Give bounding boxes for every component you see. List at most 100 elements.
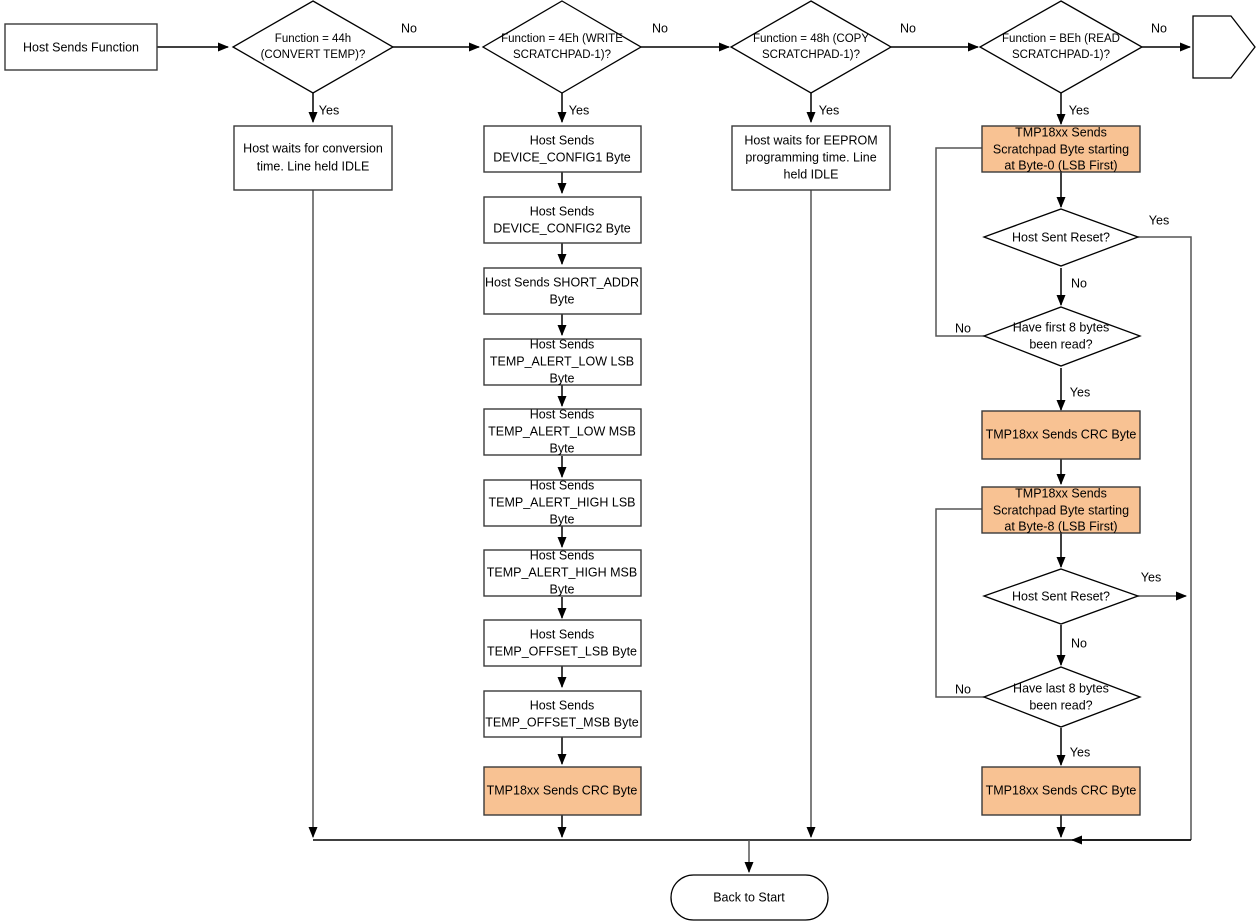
node-decision-function-48h[interactable]: Function = 48h (COPY SCRATCHPAD-1)? <box>729 0 893 94</box>
node-decision-host-sent-reset-1[interactable]: Host Sent Reset? <box>982 208 1140 267</box>
node-shape-diamond <box>729 0 893 94</box>
node-host-sends-function[interactable]: Host Sends Function <box>4 23 158 71</box>
edge-label-yes-last8: Yes <box>1070 745 1090 759</box>
node-text-line2: (CONVERT TEMP)? <box>261 49 366 61</box>
node-host-sends-temp-offset-msb[interactable]: Host Sends TEMP_OFFSET_MSB Byte <box>483 690 642 738</box>
edge-label-layer: No Yes No Yes No Yes No Yes Yes No No Ye… <box>319 21 1169 759</box>
node-shape-rect <box>483 619 642 667</box>
node-shape-rect <box>981 486 1141 534</box>
node-decision-function-44h[interactable]: Function = 44h (CONVERT TEMP)? <box>231 0 395 94</box>
node-host-sends-device-config2[interactable]: Host Sends DEVICE_CONFIG2 Byte <box>483 196 642 244</box>
node-text-line2: TEMP_ALERT_LOW MSB <box>488 424 636 438</box>
node-text-line2: been read? <box>1029 698 1092 712</box>
edge-label-yes-4eh: Yes <box>569 103 589 117</box>
node-text: TMP18xx Sends CRC Byte <box>986 427 1137 441</box>
node-host-sends-device-config1[interactable]: Host Sends DEVICE_CONFIG1 Byte <box>483 125 642 173</box>
node-shape-diamond <box>481 0 643 94</box>
node-text-line1: Have first 8 bytes <box>1013 320 1110 334</box>
node-text-line1: Host Sends <box>530 627 595 641</box>
node-shape-rect <box>483 125 642 173</box>
node-shape-diamond <box>982 208 1140 267</box>
node-host-sends-temp-alert-low-lsb[interactable]: Host Sends TEMP_ALERT_LOW LSB Byte <box>483 337 642 386</box>
node-text-line2: SCRATCHPAD-1)? <box>513 49 611 61</box>
node-host-waits-conversion[interactable]: Host waits for conversion time. Line hel… <box>233 125 393 191</box>
node-text: Host Sends Function <box>23 40 139 54</box>
node-tmp18xx-sends-crc-first[interactable]: TMP18xx Sends CRC Byte <box>981 410 1141 460</box>
node-host-sends-short-addr[interactable]: Host Sends SHORT_ADDR Byte <box>483 267 642 315</box>
edge-label-no-reset2: No <box>1071 636 1087 650</box>
node-text: Host Sent Reset? <box>1012 230 1110 244</box>
node-text-line1: Function = 44h <box>275 33 351 45</box>
node-text-line2: SCRATCHPAD-1)? <box>762 49 860 61</box>
node-decision-function-4eh[interactable]: Function = 4Eh (WRITE SCRATCHPAD-1)? <box>481 0 643 94</box>
node-text-line1: Host Sends <box>530 698 595 712</box>
node-shape-rounded <box>670 874 829 921</box>
node-shape-rect <box>483 479 642 527</box>
node-tmp18xx-sends-crc-last[interactable]: TMP18xx Sends CRC Byte <box>981 766 1141 816</box>
node-shape-diamond <box>982 306 1142 367</box>
node-shape-diamond <box>978 0 1144 94</box>
node-host-sends-temp-alert-low-msb[interactable]: Host Sends TEMP_ALERT_LOW MSB Byte <box>483 407 642 456</box>
edge-label-yes-44h: Yes <box>319 103 339 117</box>
edge-label-no-reset1: No <box>1071 276 1087 290</box>
node-text-line1: Host Sends <box>530 133 595 147</box>
node-text-line1: Host waits for EEPROM <box>744 133 877 147</box>
node-offpage-connector[interactable] <box>1192 15 1256 79</box>
node-shape-rect <box>483 766 642 816</box>
node-text: Host Sent Reset? <box>1012 589 1110 603</box>
edge-label-no-beh: No <box>1151 21 1167 35</box>
node-shape-diamond <box>982 568 1140 625</box>
node-shape-rect <box>981 125 1141 173</box>
node-text-line3: Byte <box>549 512 574 526</box>
edge-label-no-48h: No <box>900 21 916 35</box>
node-text-line3: Byte <box>549 371 574 385</box>
node-text-line3: Byte <box>549 441 574 455</box>
node-host-sends-temp-alert-high-lsb[interactable]: Host Sends TEMP_ALERT_HIGH LSB Byte <box>483 478 642 527</box>
node-decision-function-beh[interactable]: Function = BEh (READ SCRATCHPAD-1)? <box>978 0 1144 94</box>
edge-label-no-last8: No <box>955 682 971 696</box>
node-host-sends-temp-alert-high-msb[interactable]: Host Sends TEMP_ALERT_HIGH MSB Byte <box>483 548 642 597</box>
node-text-line1: Have last 8 bytes <box>1013 681 1109 695</box>
node-text-line1: Host Sends <box>530 478 595 492</box>
node-text-line1: Host Sends <box>530 204 595 218</box>
node-text-line3: at Byte-8 (LSB First) <box>1004 519 1117 533</box>
node-shape-rect <box>483 338 642 386</box>
node-text: TMP18xx Sends CRC Byte <box>487 783 638 797</box>
edge-label-no-first8: No <box>955 321 971 335</box>
node-text-line1: Function = 4Eh (WRITE <box>501 33 623 45</box>
node-text-line2: programming time. Line <box>745 150 876 164</box>
node-text-line1: Host Sends SHORT_ADDR <box>485 275 639 289</box>
node-shape-rect <box>4 23 158 71</box>
node-back-to-start[interactable]: Back to Start <box>670 874 829 921</box>
edge-label-no-4eh: No <box>652 21 668 35</box>
node-text-line2: TEMP_ALERT_LOW LSB <box>490 354 634 368</box>
node-text-line1: Host Sends <box>530 337 595 351</box>
node-text-line2: TEMP_ALERT_HIGH MSB <box>487 565 638 579</box>
node-decision-have-last-8-bytes[interactable]: Have last 8 bytes been read? <box>982 666 1142 728</box>
node-text-line2: DEVICE_CONFIG1 Byte <box>493 150 631 164</box>
node-shape-diamond <box>982 666 1142 728</box>
node-text-line1: Function = BEh (READ <box>1002 33 1120 45</box>
node-text: TMP18xx Sends CRC Byte <box>986 783 1137 797</box>
node-text-line2: been read? <box>1029 337 1092 351</box>
node-text-line1: Host waits for conversion <box>243 141 383 155</box>
node-decision-have-first-8-bytes[interactable]: Have first 8 bytes been read? <box>982 306 1142 367</box>
node-host-waits-eeprom[interactable]: Host waits for EEPROM programming time. … <box>731 125 891 191</box>
node-shape-rect <box>483 549 642 597</box>
edge-label-yes-first8: Yes <box>1070 385 1090 399</box>
node-tmp18xx-sends-scratchpad-byte0[interactable]: TMP18xx Sends Scratchpad Byte starting a… <box>981 125 1141 173</box>
node-text-line2: TEMP_ALERT_HIGH LSB <box>488 495 635 509</box>
node-text-line2: Byte <box>549 292 574 306</box>
node-tmp18xx-sends-scratchpad-byte8[interactable]: TMP18xx Sends Scratchpad Byte starting a… <box>981 486 1141 534</box>
node-text-line2: Scratchpad Byte starting <box>993 142 1129 156</box>
edge-reset1-yes-rail <box>1138 236 1192 840</box>
node-decision-host-sent-reset-2[interactable]: Host Sent Reset? <box>982 568 1140 625</box>
node-shape-pentagon <box>1192 15 1256 79</box>
node-shape-rect <box>483 408 642 456</box>
node-tmp18xx-sends-crc-write[interactable]: TMP18xx Sends CRC Byte <box>483 766 642 816</box>
node-text-line2: TEMP_OFFSET_MSB Byte <box>485 715 639 729</box>
node-host-sends-temp-offset-lsb[interactable]: Host Sends TEMP_OFFSET_LSB Byte <box>483 619 642 667</box>
node-text: Back to Start <box>713 890 785 904</box>
node-text-line2: TEMP_OFFSET_LSB Byte <box>487 644 637 658</box>
